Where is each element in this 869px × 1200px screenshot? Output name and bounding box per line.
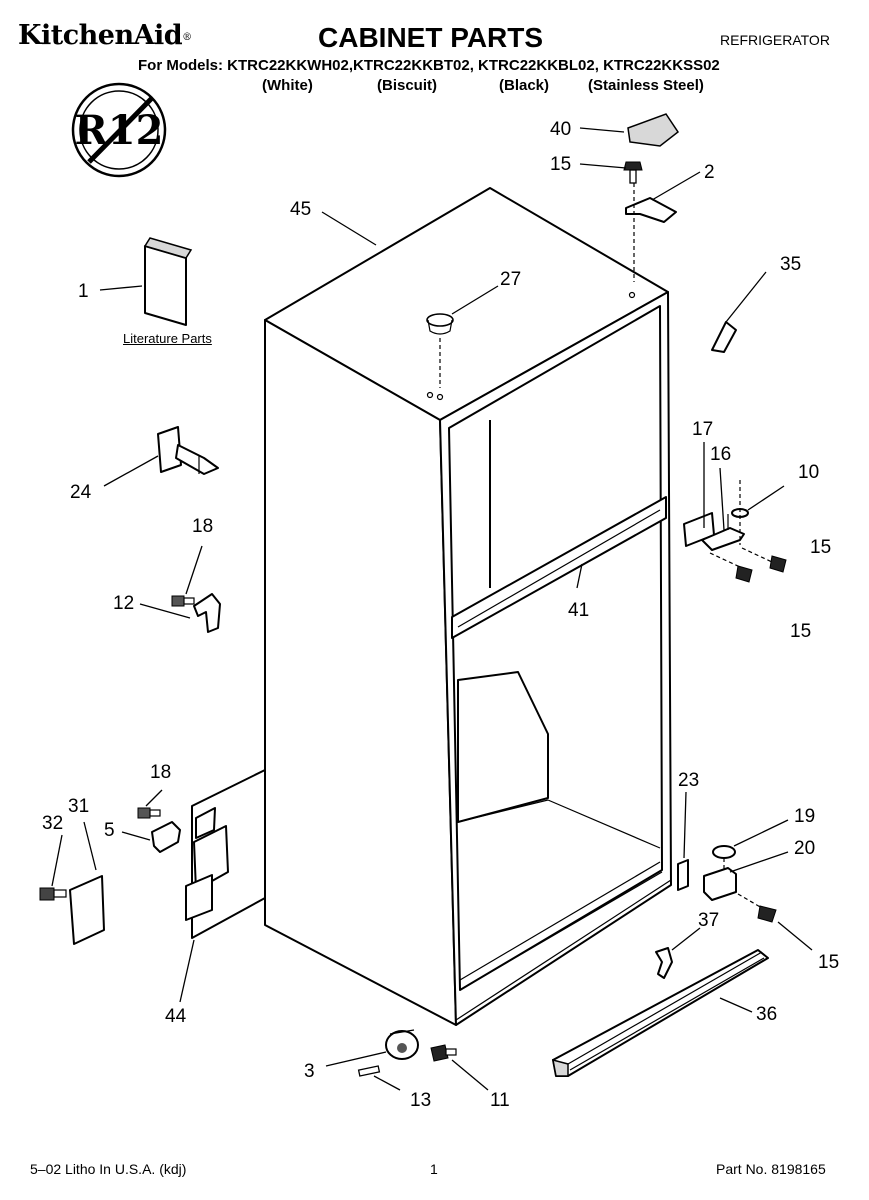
part-16-center-hinge [701, 527, 745, 551]
literature-parts-label: Literature Parts [123, 331, 212, 346]
part-24-roller [157, 426, 219, 475]
part-18-screw-lower [137, 807, 161, 819]
callout-37: 37 [698, 910, 719, 931]
footer-page-number: 1 [430, 1161, 438, 1177]
part-11-screw [430, 1044, 457, 1062]
callout-32: 32 [42, 813, 63, 834]
callout-13: 13 [410, 1090, 431, 1111]
model-color-white: (White) [262, 77, 313, 94]
part-15-screw-hinge-b [709, 552, 753, 583]
part-19-washer [712, 845, 736, 859]
cabinet-body [264, 187, 672, 1026]
callout-3: 3 [304, 1061, 315, 1082]
part-15-screw-hinge-a [741, 547, 787, 573]
callout-40: 40 [550, 119, 571, 140]
callout-31: 31 [68, 796, 89, 817]
callout-15-hinge-b: 15 [790, 621, 811, 642]
part-12-bracket [193, 593, 221, 633]
callout-12: 12 [113, 593, 134, 614]
callout-19: 19 [794, 806, 815, 827]
part-13-axle [357, 1065, 381, 1077]
part-2-top-hinge [625, 197, 677, 223]
model-color-biscuit: (Biscuit) [377, 77, 437, 94]
callout-18-lower: 18 [150, 762, 171, 783]
part-15-screw-bottom [737, 893, 777, 923]
callout-15-bottom: 15 [818, 952, 839, 973]
part-20-bottom-hinge [703, 867, 737, 901]
part-1-literature [143, 237, 193, 326]
callout-27: 27 [500, 269, 521, 290]
category-label: REFRIGERATOR [720, 32, 830, 48]
callout-15-hinge-a: 15 [810, 537, 831, 558]
callout-24: 24 [70, 482, 92, 503]
part-35-hinge-plug [711, 321, 737, 353]
part-37-clip [655, 947, 673, 979]
part-36-toe-grille [552, 949, 769, 1077]
callout-17: 17 [692, 419, 713, 440]
callout-16: 16 [710, 444, 731, 465]
part-44-side-panel [185, 769, 266, 939]
model-color-stainless: (Stainless Steel) [588, 77, 704, 94]
callout-11: 11 [490, 1090, 510, 1111]
part-31-access-cover [69, 875, 105, 945]
part-27-plug [426, 313, 454, 388]
callout-1: 1 [78, 281, 89, 302]
callout-labels: 40 15 2 45 35 27 1 24 17 16 10 15 15 18 … [42, 119, 839, 1111]
callout-2: 2 [704, 162, 715, 183]
part-5-bracket [151, 821, 181, 853]
callout-45: 45 [290, 199, 311, 220]
callout-23: 23 [678, 770, 699, 791]
part-15-screw-top [623, 161, 643, 184]
part-23-shim [677, 859, 689, 891]
footer-part-number: Part No. 8198165 [716, 1161, 826, 1177]
callout-44: 44 [165, 1006, 187, 1027]
models-line: For Models: KTRC22KKWH02,KTRC22KKBT02, K… [138, 57, 720, 74]
callout-10: 10 [798, 462, 819, 483]
brand-logo: KitchenAid® [18, 20, 192, 51]
model-color-black: (Black) [499, 77, 550, 94]
part-41-divider [451, 496, 667, 639]
callout-15-top: 15 [550, 154, 571, 175]
callout-18-upper: 18 [192, 516, 213, 537]
leader-lines [51, 127, 813, 1091]
part-40-hinge-cover [627, 113, 680, 147]
callout-35: 35 [780, 254, 801, 275]
callout-41: 41 [568, 600, 589, 621]
part-18-screw-upper [171, 595, 195, 607]
footer-litho: 5–02 Litho In U.S.A. (kdj) [30, 1161, 187, 1177]
page-title: CABINET PARTS [318, 22, 544, 53]
callout-36: 36 [756, 1004, 777, 1025]
part-3-roller-bracket [385, 1029, 419, 1060]
callout-20: 20 [794, 838, 815, 859]
no-r12-badge: R12 [71, 82, 167, 178]
part-32-screw [39, 887, 67, 901]
callout-5: 5 [104, 820, 115, 841]
